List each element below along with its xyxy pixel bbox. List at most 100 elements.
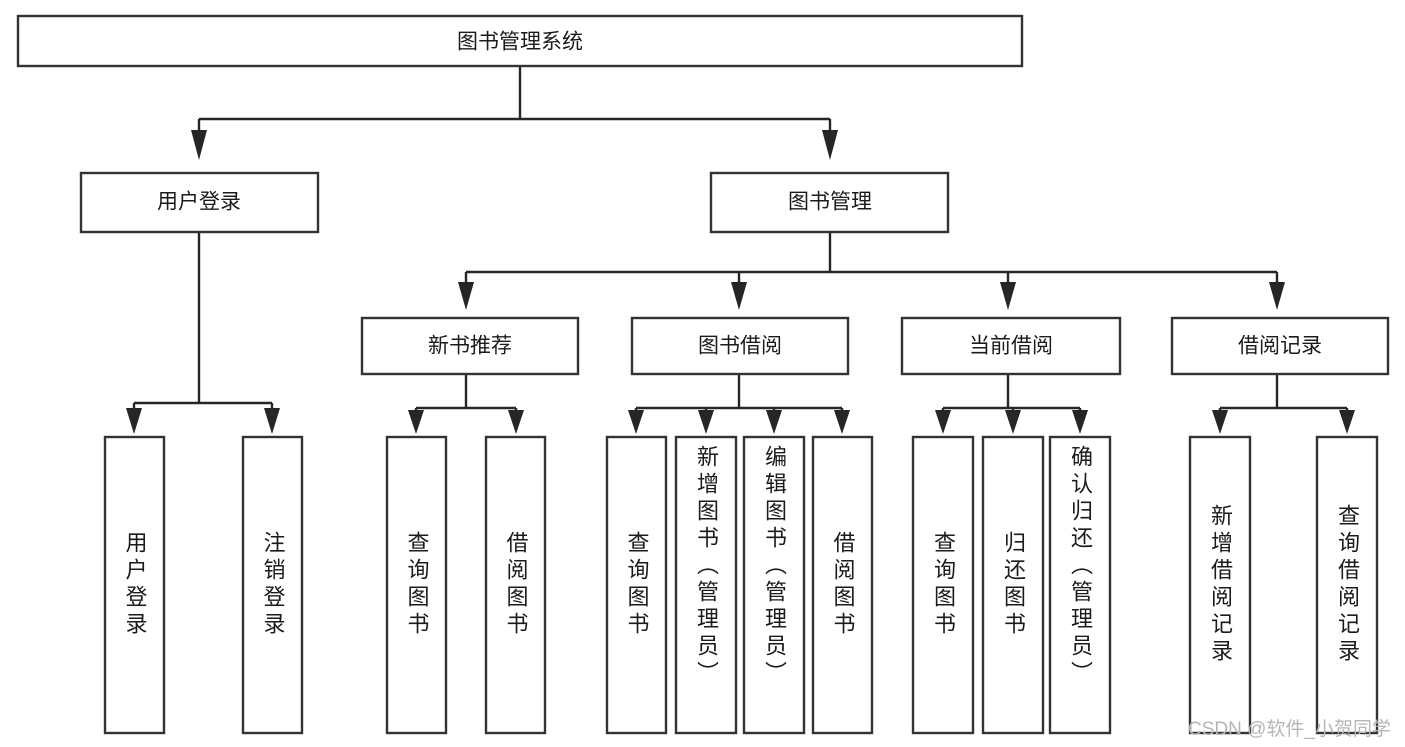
node-leaf-user-login[interactable]: 用户登录 <box>103 435 166 735</box>
node-leaf-confirm-return-text-area: 确认归还（管理员） <box>1068 445 1093 688</box>
node-leaf-logout[interactable]: 注销登录 <box>241 435 304 735</box>
arrowhead-current-borrow <box>1000 282 1016 310</box>
node-leaf-user-login-box[interactable] <box>103 435 166 735</box>
arrowhead-book-borrow <box>731 282 747 310</box>
node-book-borrow-box[interactable] <box>630 316 850 376</box>
node-leaf-query-book-1[interactable]: 查询图书 <box>385 435 448 735</box>
node-leaf-borrow-book-2-text-area: 借阅图书 <box>830 531 856 639</box>
node-leaf-logout-box[interactable] <box>241 435 304 735</box>
node-leaf-logout-text-area: 注销登录 <box>260 531 286 639</box>
node-leaf-add-record-label: 新增借阅记录 <box>1208 504 1233 666</box>
node-book-manage[interactable]: 图书管理 <box>709 171 950 234</box>
edge-group-root-to-level2 <box>191 66 838 160</box>
arrowhead-leaf-query-record <box>1339 410 1355 434</box>
arrowhead-leaf-user-login <box>126 408 142 434</box>
node-leaf-edit-book-label: 编辑图书（管理员） <box>762 445 787 688</box>
node-book-borrow-label: 图书借阅 <box>698 335 782 358</box>
edge-group-user-login-to-leaves <box>126 232 280 434</box>
arrowhead-borrow-record <box>1269 282 1285 310</box>
node-leaf-borrow-book-1-text-area: 借阅图书 <box>503 531 529 639</box>
node-current-borrow-box[interactable] <box>900 316 1122 376</box>
node-leaf-query-book-1-box[interactable] <box>385 435 448 735</box>
edge-group-book-manage-to-level3 <box>458 232 1285 310</box>
node-leaf-add-book-box[interactable] <box>674 435 738 735</box>
node-leaf-confirm-return-box[interactable] <box>1048 435 1112 735</box>
node-leaf-add-book[interactable]: 新增图书（管理员） <box>674 435 738 735</box>
node-current-borrow-label: 当前借阅 <box>969 335 1053 358</box>
node-leaf-edit-book[interactable]: 编辑图书（管理员） <box>742 435 806 735</box>
arrowhead-book-manage <box>822 130 838 160</box>
node-new-book-recommend-label: 新书推荐 <box>428 335 512 358</box>
node-user-login-box[interactable] <box>79 171 320 234</box>
node-leaf-add-record-box[interactable] <box>1188 435 1252 735</box>
node-leaf-user-login-label: 用户登录 <box>122 531 148 639</box>
node-book-manage-box[interactable] <box>709 171 950 234</box>
arrowhead-leaf-query-book-1 <box>408 410 424 434</box>
csdn-watermark: CSDN @软件_小贺同学 <box>1188 719 1391 740</box>
arrowhead-leaf-edit-book <box>766 410 782 434</box>
node-user-login-label: 用户登录 <box>157 191 241 214</box>
node-book-borrow[interactable]: 图书借阅 <box>630 316 850 376</box>
node-leaf-return-book-label: 归还图书 <box>1001 531 1026 639</box>
node-leaf-query-book-3-text-area: 查询图书 <box>931 531 956 639</box>
arrowhead-leaf-return-book <box>1005 410 1021 434</box>
node-leaf-query-record-box[interactable] <box>1315 435 1379 735</box>
node-leaf-query-record-text-area: 查询借阅记录 <box>1335 504 1360 666</box>
node-borrow-record-box[interactable] <box>1170 316 1390 376</box>
node-leaf-borrow-book-1-label: 借阅图书 <box>503 531 529 639</box>
node-leaf-query-book-2[interactable]: 查询图书 <box>605 435 668 735</box>
node-leaf-borrow-book-2-label: 借阅图书 <box>830 531 856 639</box>
node-leaf-edit-book-box[interactable] <box>742 435 806 735</box>
arrowhead-leaf-confirm-return <box>1072 410 1088 434</box>
node-leaf-query-book-3-box[interactable] <box>911 435 975 735</box>
arrowhead-leaf-logout <box>264 408 280 434</box>
arrowhead-leaf-add-book <box>698 410 714 434</box>
node-book-manage-label: 图书管理 <box>788 191 872 214</box>
node-user-login[interactable]: 用户登录 <box>79 171 320 234</box>
node-leaf-query-record-label: 查询借阅记录 <box>1335 504 1360 666</box>
node-leaf-query-book-1-label: 查询图书 <box>404 531 430 639</box>
node-leaf-logout-label: 注销登录 <box>260 531 286 639</box>
node-current-borrow[interactable]: 当前借阅 <box>900 316 1122 376</box>
node-leaf-add-record-text-area: 新增借阅记录 <box>1208 504 1233 666</box>
node-leaf-return-book[interactable]: 归还图书 <box>981 435 1045 735</box>
node-leaf-user-login-text-area: 用户登录 <box>122 531 148 639</box>
node-leaf-confirm-return[interactable]: 确认归还（管理员） <box>1048 435 1112 735</box>
node-leaf-borrow-book-1[interactable]: 借阅图书 <box>484 435 547 735</box>
node-leaf-borrow-book-2[interactable]: 借阅图书 <box>811 435 874 735</box>
edge-group-borrow-record-to-leaves <box>1212 374 1355 434</box>
node-leaf-borrow-book-2-box[interactable] <box>811 435 874 735</box>
edge-group-new-book-recommend-to-leaves <box>408 374 524 434</box>
arrowhead-leaf-borrow-book-2 <box>834 410 850 434</box>
node-leaf-add-book-label: 新增图书（管理员） <box>694 445 719 688</box>
node-leaf-return-book-box[interactable] <box>981 435 1045 735</box>
arrowhead-user-login <box>191 130 207 160</box>
node-leaf-borrow-book-1-box[interactable] <box>484 435 547 735</box>
edge-group-book-borrow-to-leaves <box>628 374 850 434</box>
node-leaf-add-record[interactable]: 新增借阅记录 <box>1188 435 1252 735</box>
node-leaf-query-book-2-label: 查询图书 <box>624 531 650 639</box>
node-leaf-query-record[interactable]: 查询借阅记录 <box>1315 435 1379 735</box>
node-leaf-query-book-2-text-area: 查询图书 <box>624 531 650 639</box>
node-root-box[interactable] <box>16 14 1024 68</box>
node-leaf-query-book-3[interactable]: 查询图书 <box>911 435 975 735</box>
node-new-book-recommend-box[interactable] <box>360 316 580 376</box>
node-new-book-recommend[interactable]: 新书推荐 <box>360 316 580 376</box>
node-borrow-record[interactable]: 借阅记录 <box>1170 316 1390 376</box>
edge-group-current-borrow-to-leaves <box>935 374 1088 434</box>
node-root-label: 图书管理系统 <box>457 31 583 54</box>
arrowhead-leaf-query-book-2 <box>628 410 644 434</box>
node-leaf-confirm-return-label: 确认归还（管理员） <box>1068 445 1093 688</box>
arrowhead-new-book-recommend <box>458 282 474 310</box>
arrowhead-leaf-add-record <box>1212 410 1228 434</box>
node-leaf-edit-book-text-area: 编辑图书（管理员） <box>762 445 787 688</box>
node-borrow-record-label: 借阅记录 <box>1238 335 1322 358</box>
node-leaf-add-book-text-area: 新增图书（管理员） <box>694 445 719 688</box>
node-leaf-query-book-1-text-area: 查询图书 <box>404 531 430 639</box>
node-leaf-query-book-2-box[interactable] <box>605 435 668 735</box>
node-root[interactable]: 图书管理系统 <box>16 14 1024 68</box>
node-leaf-query-book-3-label: 查询图书 <box>931 531 956 639</box>
arrowhead-leaf-borrow-book-1 <box>508 410 524 434</box>
